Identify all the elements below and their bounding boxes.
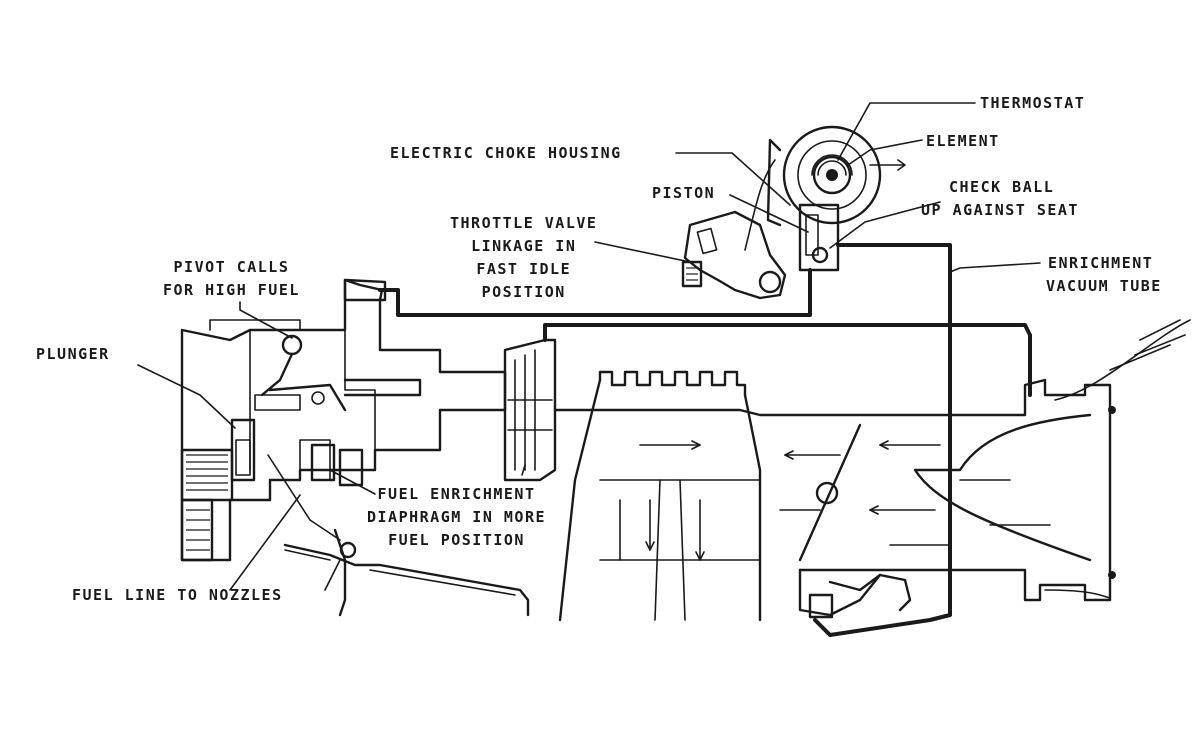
plunger-label: PLUNGER xyxy=(36,345,110,363)
thermostat-label: THERMOSTAT xyxy=(980,94,1086,112)
fuel-enrichment-diaphragm-label-line-3: FUEL POSITION xyxy=(388,531,525,549)
pivot-calls-label-line-2: FOR HIGH FUEL xyxy=(163,281,300,299)
fuel-enrichment-diaphragm-label-line-2: DIAPHRAGM IN MORE xyxy=(367,508,547,526)
throttle-linkage xyxy=(681,159,787,300)
pivot-calls-label: PIVOT CALLS FOR HIGH FUEL xyxy=(163,256,300,302)
throttle-valve-label-line-3: FAST IDLE xyxy=(476,260,572,278)
check-ball-label: CHECK BALL UP AGAINST SEAT xyxy=(921,176,1079,222)
throttle-valve-label: THROTTLE VALVE LINKAGE IN FAST IDLE POSI… xyxy=(450,212,597,304)
throttle-valve-label-line-1: THROTTLE VALVE xyxy=(450,214,598,232)
electric-choke-housing xyxy=(766,125,906,272)
leader-lines xyxy=(137,102,1041,591)
engine-body xyxy=(553,319,1191,622)
check-ball-label-line-1: CHECK BALL xyxy=(949,178,1055,196)
diaphragm-housing xyxy=(503,338,557,482)
throttle-valve-label-line-4: POSITION xyxy=(481,283,566,301)
throttle-valve-label-line-2: LINKAGE IN xyxy=(471,237,577,255)
piston-label: PISTON xyxy=(652,184,716,202)
check-ball-label-line-2: UP AGAINST SEAT xyxy=(921,201,1079,219)
fuel-control-unit xyxy=(180,278,530,617)
enrichment-vacuum-tube-label-line-2: VACUUM TUBE xyxy=(1046,277,1162,295)
fuel-enrichment-diaphragm-label-line-1: FUEL ENRICHMENT xyxy=(377,485,536,503)
enrichment-vacuum-tube-label-line-1: ENRICHMENT xyxy=(1048,254,1154,272)
element-label: ELEMENT xyxy=(926,132,1000,150)
vacuum-tubes xyxy=(378,243,1032,637)
electric-choke-housing-label: ELECTRIC CHOKE HOUSING xyxy=(390,144,622,162)
enrichment-vacuum-tube-label: ENRICHMENT VACUUM TUBE xyxy=(1046,252,1162,298)
pivot-calls-label-line-1: PIVOT CALLS xyxy=(173,258,290,276)
fuel-enrichment-diaphragm-label: FUEL ENRICHMENT DIAPHRAGM IN MORE FUEL P… xyxy=(367,483,546,552)
airflow-arrows xyxy=(619,319,1186,561)
fuel-line-label: FUEL LINE TO NOZZLES xyxy=(72,586,283,604)
